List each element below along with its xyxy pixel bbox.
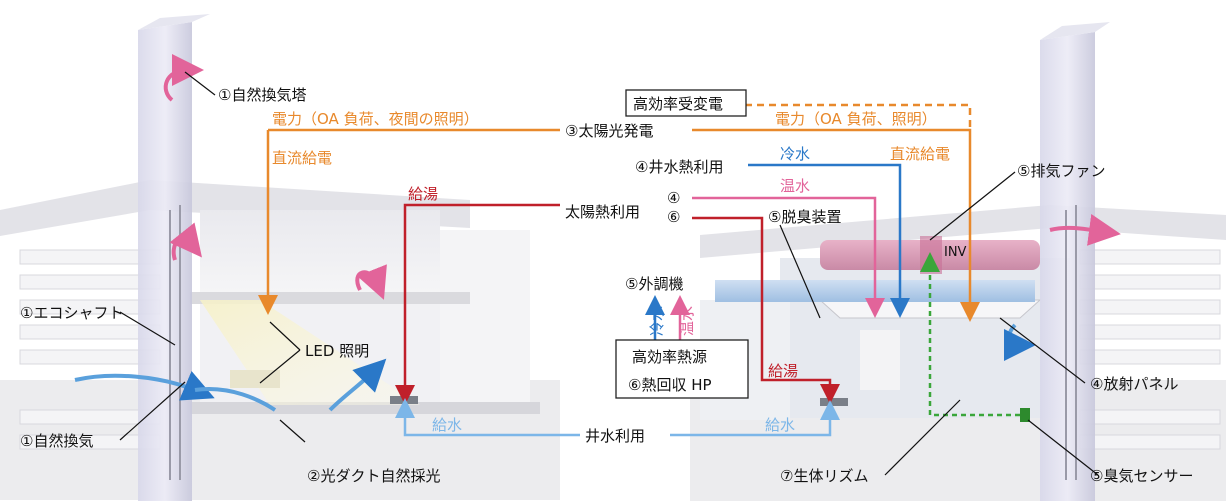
label-heat-source: 高効率熱源 [632,348,707,366]
label-natural-vent-tower: ①自然換気塔 [218,86,306,104]
label-radiant-panel: ④放射パネル [1090,375,1178,393]
label-well-heat: ④井水熱利用 [635,158,723,176]
label-solar-thermal-n4: ④ [667,189,680,207]
cold-water-lines [645,163,910,340]
label-bio-rhythm: ⑦生体リズム [780,467,868,485]
label-light-duct: ②光ダクト自然採光 [307,467,440,485]
label-hot-supply-left: 給湯 [408,185,438,203]
warm-water-lines [670,196,885,340]
label-hot-supply-right: 給湯 [768,362,798,380]
label-solar-thermal-n6: ⑥ [667,208,680,226]
label-well-water: 井水利用 [585,427,645,445]
hot-water-right-arrow [692,216,840,404]
right-ventilation-tower [1040,22,1110,501]
dc-power-right-arrow [692,128,980,322]
label-warm-vertical: 温水 [678,306,696,336]
label-heat-recovery: ⑥熱回収 HP [628,376,712,394]
label-inv: INV [944,245,967,260]
leader-lines [119,71,1099,476]
heat-source-box [615,339,749,399]
natural-vent-inflow-arrow [74,371,215,401]
label-water-supply-right: 給水 [765,416,795,434]
label-solar-thermal: 太陽熱利用 [565,203,640,221]
odor-sensor-device [1020,408,1030,422]
hot-water-left-arrow [395,203,560,405]
label-outdoor-unit: ⑤外調機 [625,275,683,293]
label-power-right: 電力（OA 負荷、照明） [775,110,937,128]
label-natural-vent: ①自然換気 [20,432,93,450]
label-warm-water: 温水 [780,177,810,195]
label-dc-supply-right: 直流給電 [890,145,950,163]
power-lines [258,103,980,322]
label-exhaust-fan: ⑤排気ファン [1017,162,1105,180]
label-cold-vertical: 冷水 [648,306,666,336]
tower-exhaust-arrow [163,54,204,102]
label-eco-shaft: ①エコシャフト [20,304,123,322]
label-power-left: 電力（OA 負荷、夜間の照明） [272,110,479,128]
label-water-supply-left: 給水 [432,416,462,434]
substation-box [625,89,747,117]
left-building [0,180,560,500]
label-led-light: LED 照明 [305,342,369,360]
supply-water-lines [395,398,840,437]
label-deodorizer: ⑤脱臭装置 [768,208,841,226]
label-cold-water: 冷水 [780,145,810,163]
label-dc-supply-left: 直流給電 [272,149,332,167]
hot-water-lines [395,203,840,405]
label-hv-substation: 高効率受変電 [633,95,723,113]
label-odor-sensor: ⑤臭気センサー [1090,467,1193,485]
text-labels: ①自然換気塔 電力（OA 負荷、夜間の照明） 直流給電 給湯 太陽熱利用 ④ ⑥… [20,86,1193,485]
sensor-lines [920,252,1020,417]
label-solar-pv: ③太陽光発電 [565,122,653,140]
